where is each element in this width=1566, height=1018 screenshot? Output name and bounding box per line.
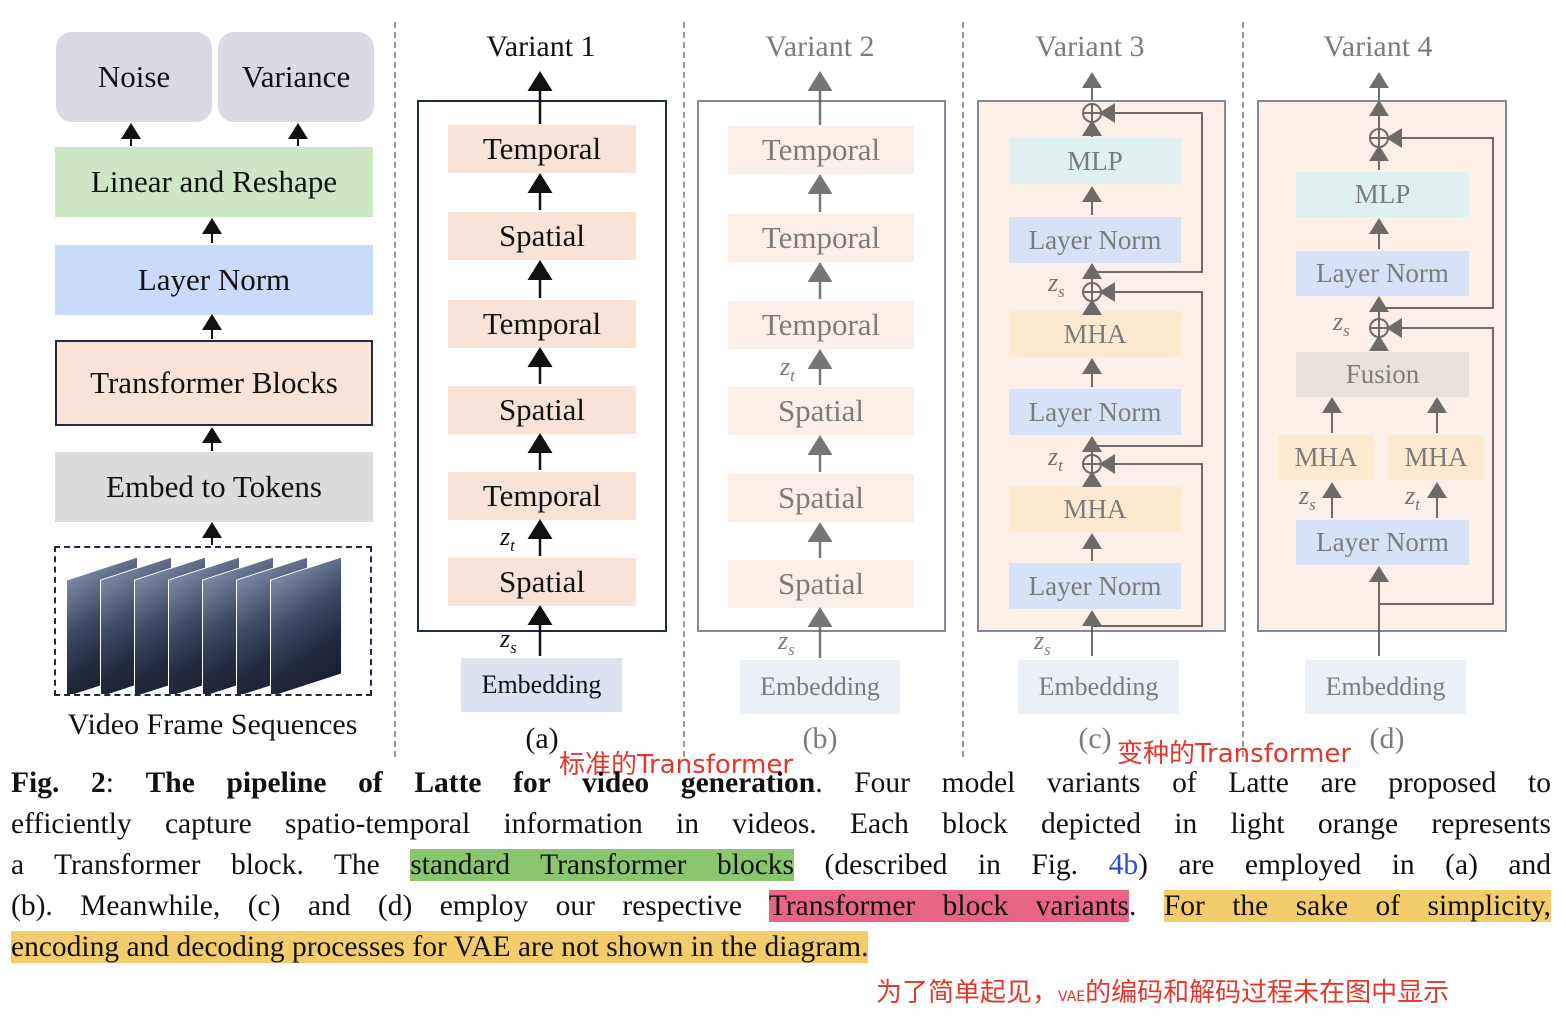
caption-title: The pipeline of Latte for video generati…: [145, 767, 816, 799]
variant1-block-temporal: Temporal: [448, 300, 636, 348]
z-t-label: zt: [1405, 481, 1420, 515]
layer-norm-box: Layer Norm: [55, 245, 373, 315]
variant4-mha-spatial: MHA: [1278, 435, 1374, 480]
z-t-label: zt: [1048, 442, 1063, 476]
z-t-label: zt: [780, 352, 795, 386]
variant3-mha: MHA: [1009, 486, 1181, 532]
separator: [394, 22, 396, 757]
transformer-blocks-label: Transformer Blocks: [90, 365, 338, 400]
variant4-title: Variant 4: [1323, 30, 1433, 63]
variant4-caption: (d): [1369, 722, 1405, 755]
embed-tokens-box: Embed to Tokens: [55, 452, 373, 522]
z-s-label: zs: [500, 624, 517, 658]
video-label: Video Frame Sequences: [67, 708, 358, 741]
variant1-block-temporal: Temporal: [448, 472, 636, 520]
variant2-block-spatial: Spatial: [728, 474, 914, 522]
z-s-label: zs: [1333, 307, 1350, 341]
variant3-mlp: MLP: [1009, 138, 1181, 184]
video-frames-container: [54, 546, 372, 696]
variant4-mha-temporal: MHA: [1388, 435, 1484, 480]
z-s-label: zs: [1034, 626, 1051, 660]
variant1-embedding: Embedding: [461, 658, 622, 712]
embed-tokens-label: Embed to Tokens: [106, 469, 322, 504]
variant1-block-spatial: Spatial: [448, 212, 636, 260]
figure-link[interactable]: 4b: [1108, 849, 1139, 881]
variant3-caption: (c): [1078, 722, 1112, 755]
variant2-block-spatial: Spatial: [728, 387, 914, 435]
highlight-vae-note: encoding and decoding processes for VAE …: [11, 931, 869, 963]
variant2-caption: (b): [802, 722, 838, 755]
caption-line: efficiently capture spatio-temporal info…: [11, 808, 1551, 840]
highlight-standard-blocks: standard Transformer blocks: [410, 849, 795, 881]
variant1-caption: (a): [525, 722, 559, 755]
variant4-layer-norm: Layer Norm: [1296, 520, 1469, 565]
variant2-title: Variant 2: [765, 30, 875, 63]
z-s-label: zs: [1299, 481, 1316, 515]
caption-line: Fig. 2: The pipeline of Latte for video …: [11, 767, 1551, 799]
highlight-simplicity: For the sake of simplicity,: [1163, 890, 1551, 922]
variant3-layer-norm: Layer Norm: [1009, 389, 1181, 435]
variant2-panel: [697, 100, 946, 632]
z-t-label: zt: [500, 522, 515, 556]
separator: [683, 22, 685, 757]
variant4-fusion: Fusion: [1296, 352, 1469, 397]
variant2-block-temporal: Temporal: [728, 301, 914, 349]
z-s-label: zs: [778, 626, 795, 660]
variant4-embedding: Embedding: [1305, 660, 1466, 714]
variant3-embedding: Embedding: [1018, 660, 1179, 714]
caption-line: a Transformer block. The standard Transf…: [11, 849, 1552, 881]
annotation-standard: 标准的Transformer: [559, 750, 794, 780]
caption-line: encoding and decoding processes for VAE …: [11, 927, 1551, 968]
variant1-block-spatial: Spatial: [448, 558, 636, 606]
caption-line: (b). Meanwhile, (c) and (d) employ our r…: [11, 890, 1551, 922]
layer-norm-label: Layer Norm: [137, 262, 291, 297]
variant4-layer-norm: Layer Norm: [1296, 251, 1469, 296]
linear-reshape-box: Linear and Reshape: [55, 147, 373, 217]
variant3-layer-norm: Layer Norm: [1009, 217, 1181, 263]
variant2-embedding: Embedding: [740, 660, 900, 714]
variant2-block-spatial: Spatial: [728, 560, 914, 608]
variant3-title: Variant 3: [1035, 30, 1145, 63]
variance-label: Variance: [241, 59, 351, 94]
z-s-label: zs: [1048, 268, 1065, 302]
variant3-mha: MHA: [1009, 311, 1181, 357]
highlight-block-variants: Transformer block variants: [768, 890, 1130, 922]
figure-caption: Fig. 2: The pipeline of Latte for video …: [11, 763, 1551, 968]
variant1-block-temporal: Temporal: [448, 125, 636, 173]
variant2-block-temporal: Temporal: [728, 126, 914, 174]
linear-reshape-label: Linear and Reshape: [90, 164, 338, 199]
transformer-blocks-box: Transformer Blocks: [55, 340, 373, 426]
noise-label: Noise: [97, 59, 171, 94]
variant1-title: Variant 1: [486, 30, 596, 63]
variant2-block-temporal: Temporal: [728, 214, 914, 262]
separator: [1242, 22, 1244, 757]
variant3-layer-norm: Layer Norm: [1009, 563, 1181, 609]
variant4-mlp: MLP: [1296, 172, 1469, 217]
annotation-variant: 变种的Transformer: [1117, 739, 1352, 769]
variant1-panel: [417, 100, 667, 632]
separator: [962, 22, 964, 757]
annotation-vae: 为了简单起见，VAE的编码和解码过程未在图中显示: [876, 978, 1450, 1008]
variance-box: Variance: [218, 32, 374, 122]
noise-box: Noise: [56, 32, 212, 122]
caption-fig-label: Fig. 2: [11, 767, 106, 799]
variant1-block-spatial: Spatial: [448, 386, 636, 434]
